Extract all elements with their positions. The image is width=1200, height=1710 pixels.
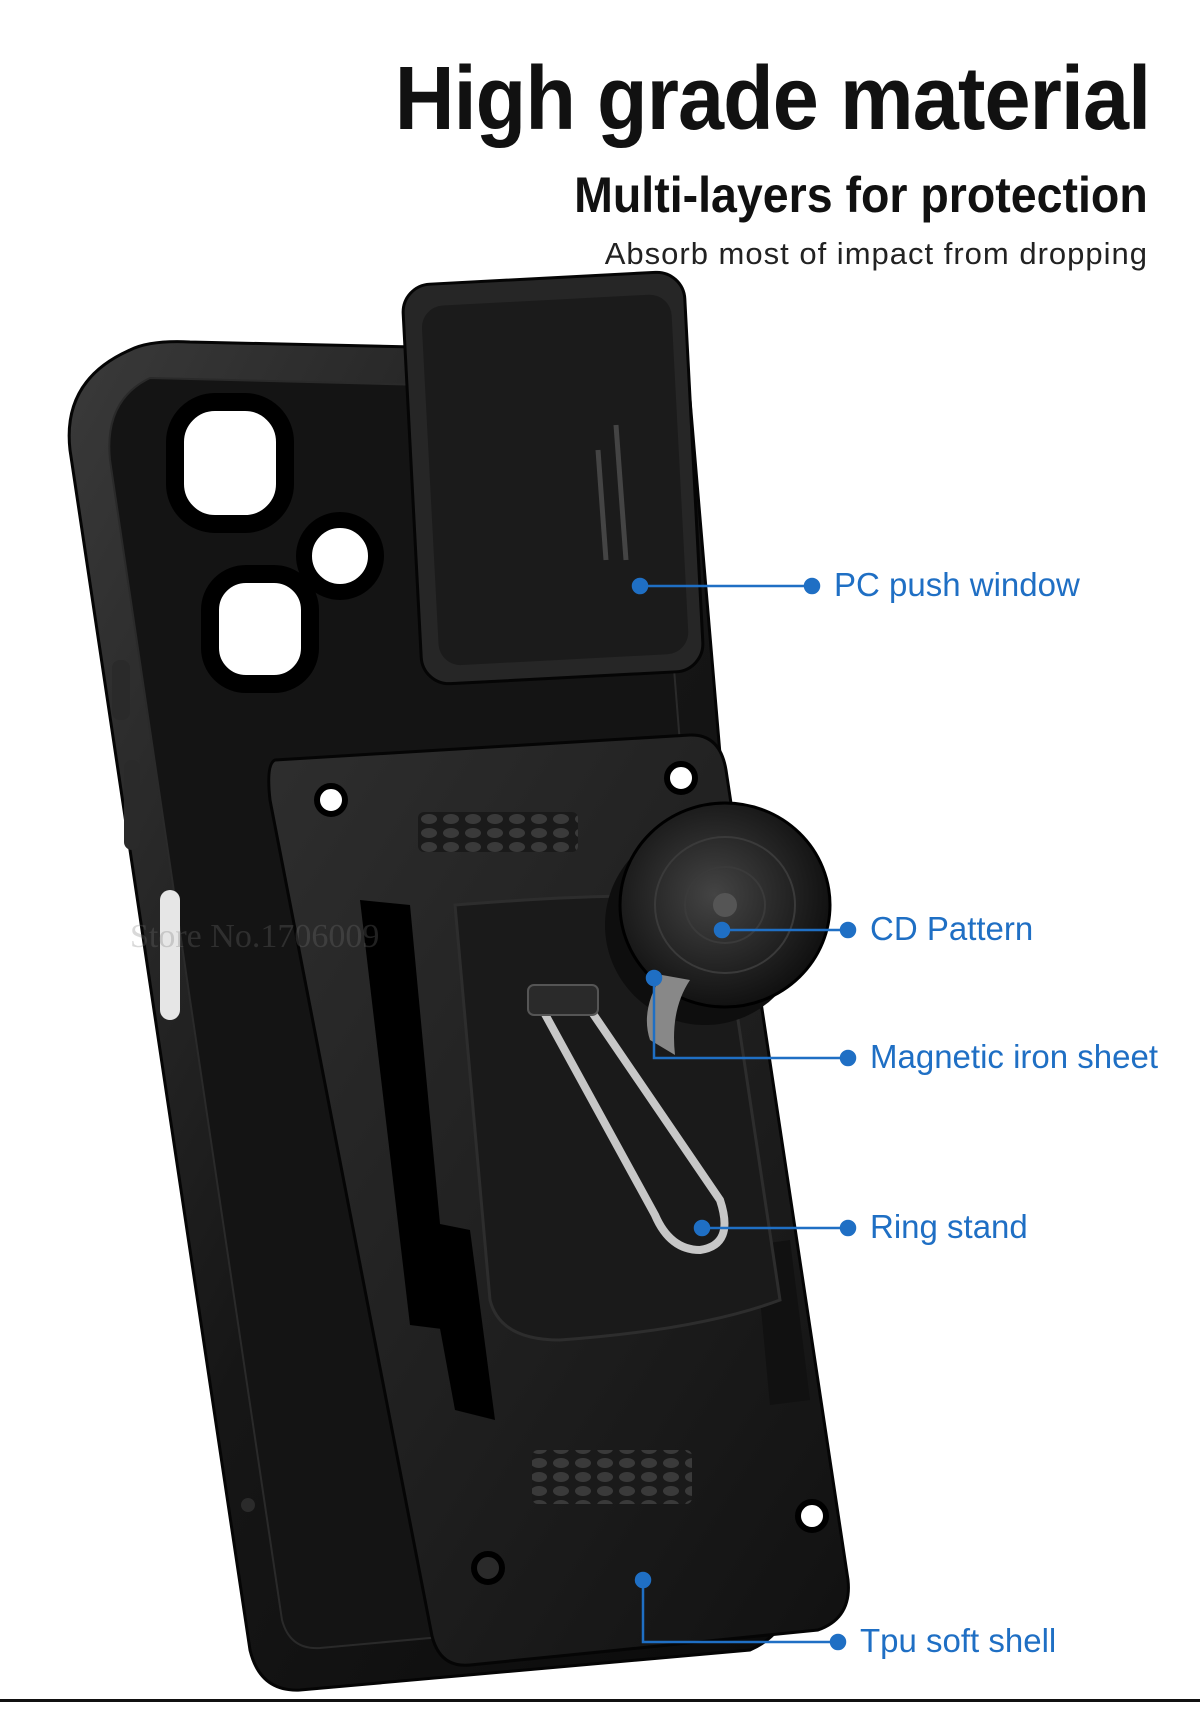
camera-cutouts — [166, 393, 384, 693]
page-subtitle: Multi-layers for protection — [574, 167, 1148, 223]
page-tagline: Absorb most of impact from dropping — [604, 236, 1148, 271]
callout-cd-pattern: CD Pattern — [870, 910, 1034, 947]
pc-push-window — [401, 270, 705, 686]
callout-magnetic-iron-sheet: Magnetic iron sheet — [870, 1038, 1158, 1075]
callout-leaders — [631, 577, 857, 1651]
callout-tpu-soft-shell: Tpu soft shell — [860, 1622, 1057, 1659]
bottom-divider — [0, 1699, 1200, 1702]
ring-stand — [527, 984, 729, 1255]
callout-pc-push-window: PC push window — [834, 566, 1080, 603]
callout-ring-stand: Ring stand — [870, 1208, 1028, 1245]
store-watermark: Store No.1706009 — [130, 918, 380, 955]
page-title: High grade material — [394, 49, 1150, 149]
